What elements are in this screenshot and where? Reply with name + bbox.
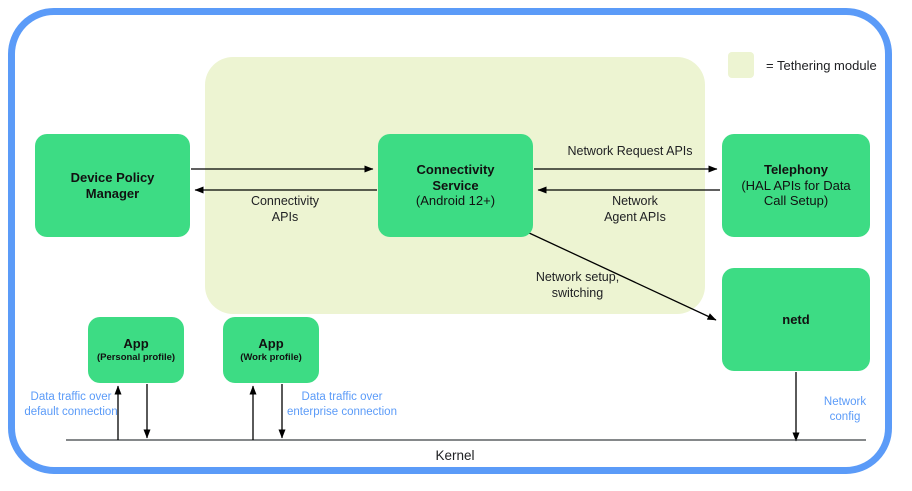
- node-app-personal-profile[interactable]: App (Personal profile): [88, 317, 184, 383]
- node-title-line2: Service: [432, 177, 479, 193]
- node-telephony[interactable]: Telephony (HAL APIs for Data Call Setup): [722, 134, 870, 237]
- node-title-line2: Manager: [85, 185, 140, 201]
- node-device-policy-manager[interactable]: Device Policy Manager: [35, 134, 190, 237]
- node-netd[interactable]: netd: [722, 268, 870, 371]
- node-title: Telephony: [763, 161, 829, 177]
- node-title: App: [258, 336, 284, 352]
- node-title: App: [123, 336, 149, 352]
- node-title-line1: Device Policy: [70, 169, 155, 185]
- annotation-enterprise-connection: Data traffic over enterprise connection: [287, 391, 397, 418]
- legend: = Tethering module: [728, 52, 877, 78]
- node-subtitle: (Work profile): [240, 352, 302, 364]
- edge-label-network-agent-apis: Network Agent APIs: [604, 194, 666, 224]
- node-subtitle: (Android 12+): [415, 193, 496, 209]
- annotation-default-connection: Data traffic over default connection: [24, 391, 118, 418]
- node-subtitle: (HAL APIs for Data Call Setup): [741, 177, 851, 209]
- annotation-network-config: Network config: [823, 396, 867, 423]
- node-subtitle: (Personal profile): [96, 352, 176, 364]
- node-connectivity-service[interactable]: Connectivity Service (Android 12+): [378, 134, 533, 237]
- legend-label: = Tethering module: [766, 57, 877, 73]
- edge-label-network-request-apis: Network Request APIs: [567, 144, 693, 158]
- kernel-label: Kernel: [435, 448, 475, 463]
- edge-label-connectivity-apis: Connectivity APIs: [250, 194, 320, 224]
- legend-swatch-tethering: [728, 52, 754, 78]
- node-title-line1: Connectivity: [416, 161, 495, 177]
- node-app-work-profile[interactable]: App (Work profile): [223, 317, 319, 383]
- node-title: netd: [782, 311, 810, 327]
- edge-label-network-setup-switching: Network setup, switching: [535, 270, 620, 300]
